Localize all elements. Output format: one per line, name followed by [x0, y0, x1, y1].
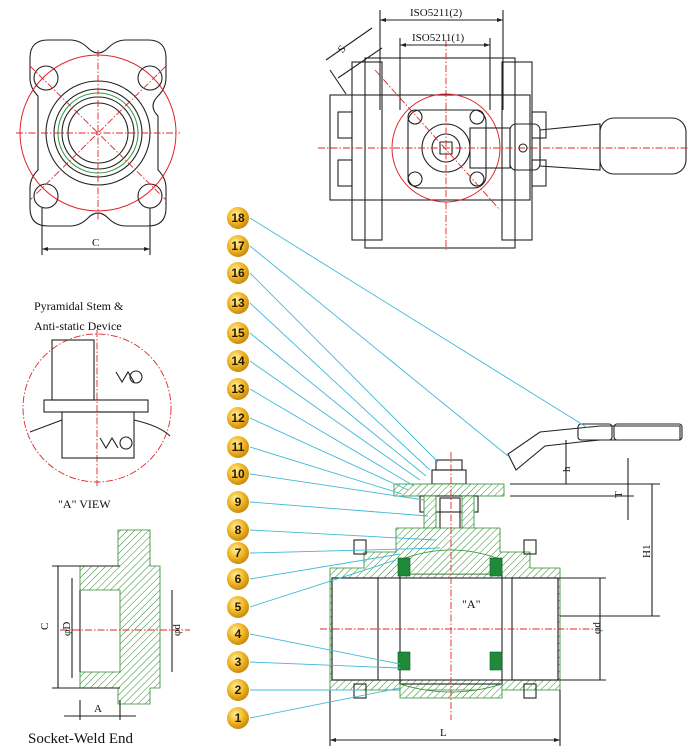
plan-view — [318, 10, 688, 250]
part-badge: 10 — [227, 463, 249, 485]
part-number: 10 — [231, 467, 245, 481]
part-badge: 6 — [227, 568, 249, 590]
part-number: 15 — [231, 326, 245, 340]
part-number: 7 — [235, 546, 242, 560]
part-number: 6 — [235, 572, 242, 586]
part-number: 13 — [231, 296, 245, 310]
flange-end-view — [16, 39, 180, 255]
dim-phi-D: φD — [61, 622, 73, 636]
part-number: 16 — [231, 266, 245, 280]
part-badge: 8 — [227, 519, 249, 541]
part-badge: 7 — [227, 542, 249, 564]
part-number: 14 — [231, 354, 245, 368]
dim-iso5211-2: ISO5211(2) — [410, 7, 462, 19]
part-number: 17 — [231, 239, 245, 253]
a-view-caption: "A" VIEW — [58, 497, 111, 511]
part-number: 2 — [235, 683, 242, 697]
part-number: 5 — [235, 600, 242, 614]
part-badge: 4 — [227, 623, 249, 645]
socket-weld-section — [52, 529, 190, 720]
part-badge: 1 — [227, 707, 249, 729]
a-view-detail — [22, 330, 172, 486]
dim-phi-d-right: φd — [591, 622, 603, 634]
part-number: 11 — [232, 440, 245, 454]
part-badge: 13 — [227, 292, 249, 314]
socket-weld-caption: Socket-Weld End — [28, 731, 134, 747]
part-number: 3 — [235, 655, 242, 669]
part-badge: 5 — [227, 596, 249, 618]
part-number: 12 — [231, 411, 245, 425]
pyramidal-title-line1: Pyramidal Stem & — [34, 299, 124, 313]
dim-iso5211-1: ISO5211(1) — [412, 32, 464, 44]
part-badge: 17 — [227, 235, 249, 257]
dim-c-top: C — [92, 237, 99, 249]
dim-l: L — [440, 727, 447, 739]
part-badge: 13 — [227, 378, 249, 400]
dim-a: A — [94, 703, 102, 715]
part-badge: 15 — [227, 322, 249, 344]
section-a-marker: "A" — [462, 597, 481, 611]
part-number: 13 — [231, 382, 245, 396]
part-badge: 2 — [227, 679, 249, 701]
part-badge: 18 — [227, 207, 249, 229]
leader-lines — [249, 217, 589, 719]
dim-phi-d-left: φd — [171, 624, 183, 636]
part-number: 8 — [235, 523, 242, 537]
part-badge: 12 — [227, 407, 249, 429]
part-number: 18 — [231, 211, 245, 225]
pyramidal-title-line2: Anti-static Device — [34, 319, 122, 333]
part-number: 1 — [235, 711, 242, 725]
dim-h1: H1 — [641, 545, 653, 558]
part-badge: 11 — [227, 436, 249, 458]
part-number: 9 — [235, 495, 242, 509]
part-badge: 3 — [227, 651, 249, 673]
dim-t: T — [613, 491, 625, 498]
part-badge: 14 — [227, 350, 249, 372]
part-number-badges: 18 17 16 13 15 14 13 12 11 10 9 8 7 6 5 … — [227, 207, 249, 729]
valve-section — [320, 423, 683, 746]
part-number: 4 — [235, 627, 242, 641]
part-badge: 16 — [227, 262, 249, 284]
dim-c-left: C — [39, 623, 51, 630]
part-badge: 9 — [227, 491, 249, 513]
dim-h: h — [561, 466, 573, 472]
